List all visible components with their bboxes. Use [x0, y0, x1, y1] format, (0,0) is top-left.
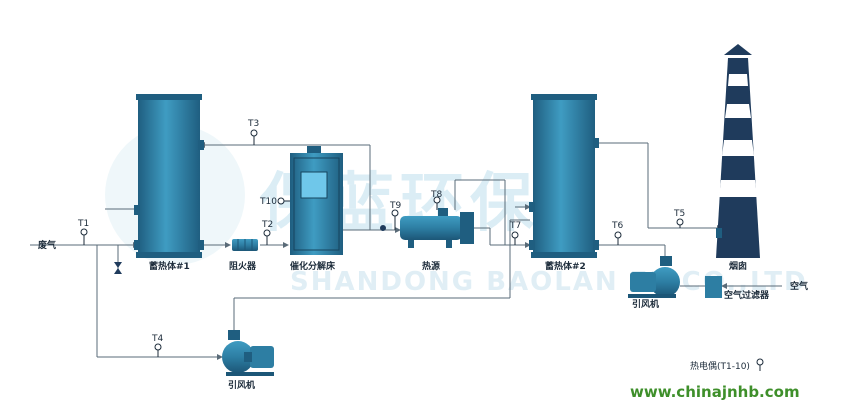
svg-text:T5: T5 — [673, 209, 685, 219]
sensor-t5: T5 — [673, 209, 685, 228]
heat-source-label: 热源 — [422, 260, 440, 272]
flame-arrester: 阻火器 — [229, 239, 258, 272]
svg-text:T10: T10 — [259, 197, 277, 207]
fan-bottom-label: 引风机 — [228, 379, 255, 391]
fan-bottom: 引风机 — [222, 330, 274, 391]
sensor-t2: T2 — [261, 220, 273, 245]
svg-text:T1: T1 — [77, 219, 89, 229]
catalytic-bed-label: 催化分解床 — [290, 260, 336, 272]
watermark: 保蓝环保 SHANDONG BAOLAN EP CO.,LTD — [105, 125, 806, 297]
sensor-t6: T6 — [611, 221, 623, 245]
regenerator-1: 蓄热体#1 — [134, 94, 204, 272]
fan-right: 引风机 — [628, 256, 680, 310]
catalytic-bed: 催化分解床 — [290, 146, 343, 272]
waste-gas-label: 废气 — [38, 239, 56, 251]
fan-right-label: 引风机 — [632, 298, 659, 310]
air-filter: 空气过滤器 — [705, 276, 770, 301]
sensor-t9: T9 — [380, 201, 401, 231]
thermocouple-legend: 热电偶(T1-10) — [690, 358, 764, 372]
air-filter-label: 空气过滤器 — [724, 289, 770, 301]
flame-arrester-label: 阻火器 — [229, 261, 257, 272]
sensor-t1: T1 — [77, 219, 89, 245]
regen2-label: 蓄热体#2 — [545, 260, 586, 272]
svg-text:T7: T7 — [509, 221, 521, 231]
air-label: 空气 — [790, 280, 808, 292]
chimney: 烟囱 — [716, 44, 760, 272]
legend-text: 热电偶(T1-10) — [690, 360, 750, 372]
regen1-label: 蓄热体#1 — [149, 260, 190, 272]
sensor-t7: T7 — [509, 221, 521, 245]
website-text: www.chinajnhb.com — [630, 383, 800, 401]
regenerator-2: 蓄热体#2 — [529, 94, 599, 272]
svg-text:T3: T3 — [247, 119, 259, 129]
sensor-t10: T10 — [259, 197, 290, 207]
chimney-label: 烟囱 — [729, 260, 747, 272]
pipes — [30, 142, 782, 360]
svg-text:T9: T9 — [389, 201, 401, 211]
svg-text:T6: T6 — [611, 221, 623, 231]
heat-source: 热源 — [400, 208, 474, 272]
sensor-t4: T4 — [151, 334, 163, 357]
bypass-valve — [114, 262, 122, 274]
sensor-t3: T3 — [247, 119, 259, 145]
svg-text:T8: T8 — [430, 190, 442, 200]
sensor-t8: T8 — [430, 190, 442, 210]
thermocouple-icon — [756, 358, 764, 366]
svg-text:T2: T2 — [261, 220, 273, 230]
svg-text:T4: T4 — [151, 334, 163, 344]
